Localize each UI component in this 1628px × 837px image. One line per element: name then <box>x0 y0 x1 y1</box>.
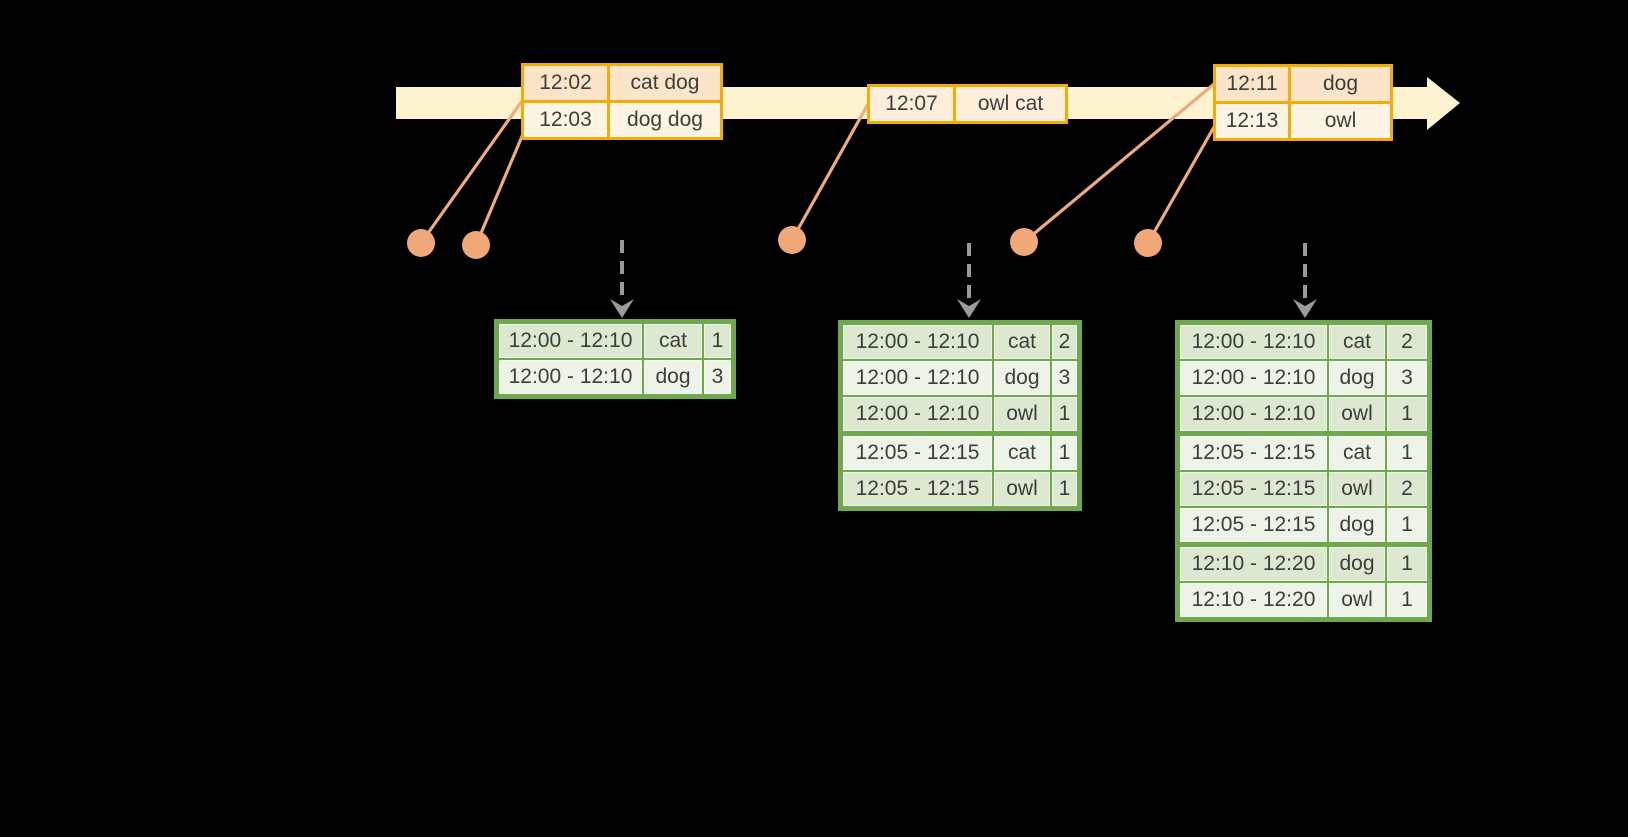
cell-word: dog <box>1327 508 1385 542</box>
cell-word: owl <box>992 472 1050 506</box>
cell-window: 12:05 - 12:15 <box>1180 472 1327 506</box>
cell-words: cat dog <box>607 66 720 100</box>
cell-window: 12:00 - 12:10 <box>1180 325 1327 359</box>
cell-word: owl <box>992 397 1050 431</box>
cell-count: 1 <box>1385 436 1427 470</box>
cell-window: 12:00 - 12:10 <box>1180 397 1327 431</box>
cell-word: cat <box>992 325 1050 359</box>
event-table-row: 12:13 owl <box>1216 101 1390 138</box>
trigger-arrowhead-icon-1 <box>610 299 634 318</box>
cell-count: 1 <box>1050 397 1077 431</box>
cell-window: 12:00 - 12:10 <box>843 325 992 359</box>
cell-count: 3 <box>702 360 731 394</box>
cell-word: owl <box>1327 583 1385 617</box>
cell-count: 2 <box>1385 325 1427 359</box>
cell-word: dog <box>1327 361 1385 395</box>
event-arrival-dots <box>407 226 1162 259</box>
trigger-arrows <box>610 240 1317 318</box>
cell-words: owl <box>1288 104 1390 138</box>
cell-window: 12:00 - 12:10 <box>843 361 992 395</box>
connector-line-1211 <box>1022 82 1216 244</box>
event-table-row: 12:02 cat dog <box>524 66 720 100</box>
cell-window: 12:10 - 12:20 <box>1180 583 1327 617</box>
cell-window: 12:05 - 12:15 <box>843 472 992 506</box>
cell-count: 1 <box>1385 547 1427 581</box>
cell-word: dog <box>992 361 1050 395</box>
event-table-1: 12:02 cat dog 12:03 dog dog <box>521 63 723 140</box>
event-table-3: 12:11 dog 12:13 owl <box>1213 64 1393 141</box>
cell-window: 12:00 - 12:10 <box>499 360 642 394</box>
cell-window: 12:00 - 12:10 <box>499 324 642 358</box>
event-connector-lines <box>419 82 1216 246</box>
cell-window: 12:10 - 12:20 <box>1180 547 1327 581</box>
cell-count: 1 <box>1050 436 1077 470</box>
cell-time: 12:13 <box>1225 109 1279 132</box>
cell-count: 1 <box>1385 583 1427 617</box>
cell-words: owl cat <box>953 87 1065 121</box>
event-dot-1207 <box>778 226 806 254</box>
cell-count: 1 <box>1050 472 1077 506</box>
cell-time: 12:03 <box>539 108 592 131</box>
cell-time: 12:11 <box>1226 72 1278 95</box>
event-dot-1211 <box>1010 228 1038 256</box>
event-table-row: 12:07 owl cat <box>870 87 1065 121</box>
cell-time: 12:07 <box>885 92 938 115</box>
connector-line-1202 <box>419 100 524 244</box>
cell-count: 2 <box>1385 472 1427 506</box>
cell-count: 1 <box>702 324 731 358</box>
cell-window: 12:05 - 12:15 <box>843 436 992 470</box>
cell-word: dog <box>642 360 702 394</box>
cell-time: 12:02 <box>539 71 592 94</box>
connector-line-1203 <box>474 133 525 246</box>
cell-words: dog <box>1288 67 1390 101</box>
trigger-arrowhead-icon-3 <box>1293 299 1317 318</box>
cell-count: 3 <box>1050 361 1077 395</box>
connector-line-1207 <box>790 103 870 241</box>
connector-line-1213 <box>1146 126 1216 244</box>
cell-window: 12:00 - 12:10 <box>843 397 992 431</box>
event-table-row: 12:11 dog <box>1216 67 1390 101</box>
cell-word: cat <box>1327 325 1385 359</box>
timeline-arrowhead-icon <box>1427 77 1460 130</box>
event-dot-1202 <box>407 229 435 257</box>
event-table-row: 12:03 dog dog <box>524 100 720 137</box>
cell-word: cat <box>642 324 702 358</box>
cell-word: cat <box>1327 436 1385 470</box>
cell-window: 12:05 - 12:15 <box>1180 508 1327 542</box>
cell-count: 3 <box>1385 361 1427 395</box>
cell-word: owl <box>1327 397 1385 431</box>
cell-window: 12:00 - 12:10 <box>1180 361 1327 395</box>
cell-count: 1 <box>1385 508 1427 542</box>
cell-window: 12:05 - 12:15 <box>1180 436 1327 470</box>
cell-count: 1 <box>1385 397 1427 431</box>
trigger-arrowhead-icon-2 <box>957 299 981 318</box>
event-dot-1203 <box>462 231 490 259</box>
cell-word: cat <box>992 436 1050 470</box>
cell-count: 2 <box>1050 325 1077 359</box>
cell-word: dog <box>1327 547 1385 581</box>
event-table-2: 12:07 owl cat <box>867 84 1068 124</box>
event-dot-1213 <box>1134 229 1162 257</box>
cell-word: owl <box>1327 472 1385 506</box>
cell-words: dog dog <box>607 103 720 137</box>
